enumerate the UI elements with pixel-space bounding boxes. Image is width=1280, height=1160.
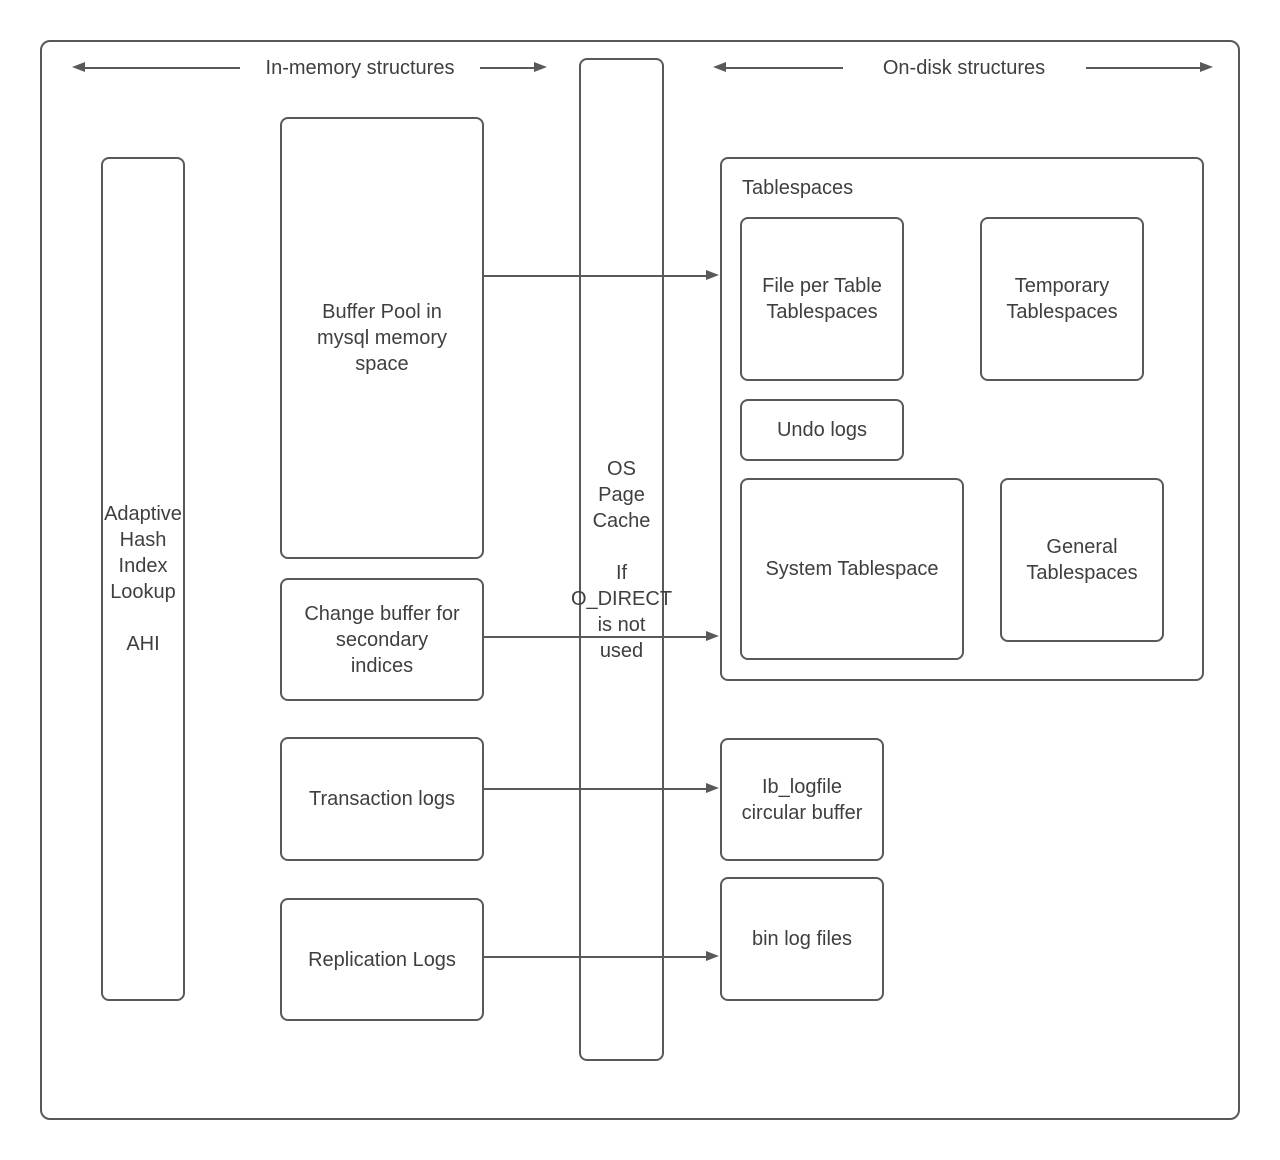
node-adaptive-hash-index-label: Adaptive Hash Index Lookup AHI [104,503,182,655]
node-replication-logs: Replication Logs [280,898,484,1021]
node-temporary-tablespaces: Temporary Tablespaces [980,217,1144,381]
node-file-per-table-tablespaces: File per Table Tablespaces [740,217,904,381]
on-disk-left-arrow [713,62,843,72]
node-change-buffer-label: Change buffer for secondary indices [304,602,460,677]
arrow-buffer-pool-to-tablespaces [482,270,719,280]
in-memory-header-label: In-memory structures [265,57,455,79]
node-ib-logfile: Ib_logfile circular buffer [720,738,884,861]
outer-frame [40,40,1240,1120]
node-bin-log-files: bin log files [720,877,884,1001]
node-undo-logs: Undo logs [740,399,904,461]
arrow-replication-logs-to-bin-log-files [482,951,719,961]
node-buffer-pool-label: Buffer Pool in mysql memory space [316,301,447,375]
node-replication-logs-label: Replication Logs [308,948,456,971]
arrow-change-buffer-to-tablespaces [482,631,719,641]
node-undo-logs-label: Undo logs [776,419,868,441]
arrow-transaction-logs-to-ib-logfile [482,783,719,793]
node-os-page-cache-label: OS Page Cache If O_DIRECT is not used [570,457,673,662]
on-disk-header-label: On-disk structures [882,57,1046,79]
node-temporary-tablespaces-label: Temporary Tablespaces [1006,275,1118,323]
node-bin-log-files-label: bin log files [751,928,853,950]
node-adaptive-hash-index: Adaptive Hash Index Lookup AHI [101,157,185,1001]
node-change-buffer: Change buffer for secondary indices [280,578,484,701]
in-memory-left-arrow [72,62,240,72]
in-memory-right-arrow [480,62,547,72]
node-general-tablespaces: General Tablespaces [1000,478,1164,642]
node-general-tablespaces-label: General Tablespaces [1026,536,1138,584]
on-disk-right-arrow [1086,62,1213,72]
node-file-per-table-tablespaces-label: File per Table Tablespaces [762,275,882,323]
node-os-page-cache: OS Page Cache If O_DIRECT is not used [571,58,672,1061]
node-ib-logfile-label: Ib_logfile circular buffer [741,775,863,824]
group-tablespaces-label: Tablespaces [742,177,854,199]
node-system-tablespace: System Tablespace [740,478,964,660]
node-buffer-pool: Buffer Pool in mysql memory space [280,117,484,559]
node-transaction-logs: Transaction logs [280,737,484,861]
node-transaction-logs-label: Transaction logs [309,788,455,810]
node-system-tablespace-label: System Tablespace [765,558,939,580]
